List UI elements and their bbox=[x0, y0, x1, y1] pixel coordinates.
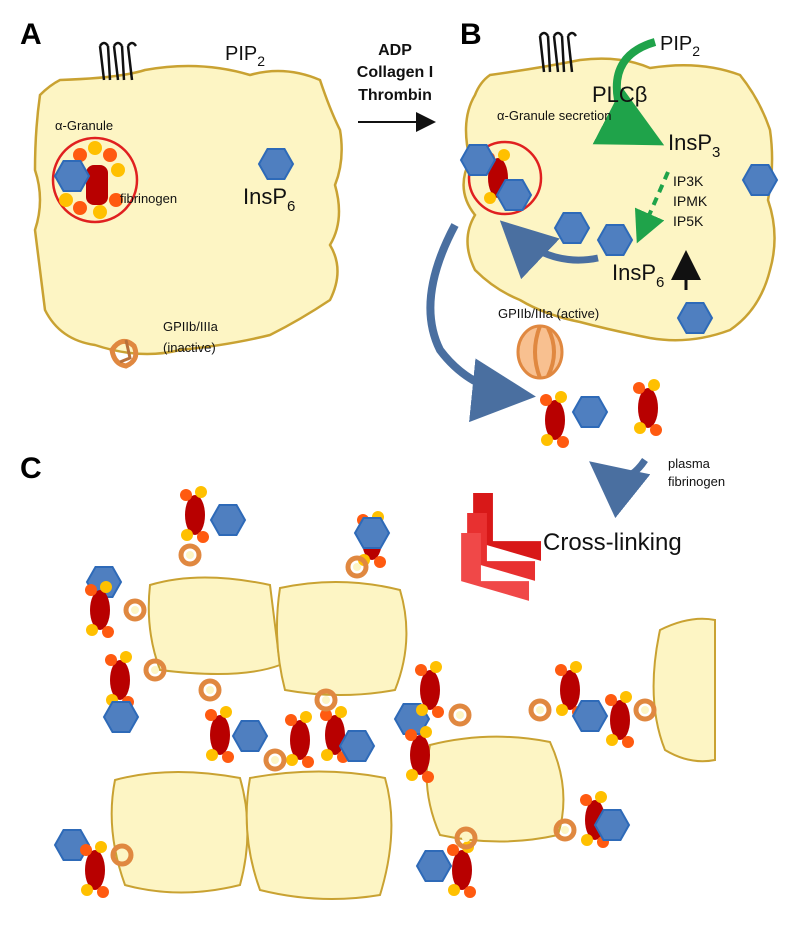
stimulus-adp: ADP bbox=[378, 42, 412, 59]
hexagon-c1 bbox=[210, 504, 246, 536]
integrin-c2 bbox=[348, 558, 366, 576]
alpha-granule-label: α-Granule bbox=[55, 118, 113, 133]
insp6-hexagon-b3 bbox=[597, 224, 633, 256]
secretion-outside-arrow bbox=[426, 223, 536, 423]
hexagon-c7 bbox=[339, 730, 375, 762]
fibrinogen-c4 bbox=[105, 651, 134, 708]
ip3k-label: IP3K bbox=[673, 173, 704, 189]
integrin-c9 bbox=[201, 681, 219, 699]
platelet-c4 bbox=[245, 770, 393, 900]
kinase-pathway-arrow bbox=[634, 171, 670, 244]
insp6-label-b: InsP6 bbox=[612, 260, 664, 291]
plc-conversion-arrow bbox=[592, 38, 665, 146]
fibrinogen-c14 bbox=[80, 841, 109, 898]
gpcr-receptor-b bbox=[538, 31, 578, 73]
integrin-c3 bbox=[126, 601, 144, 619]
insp6-label-a: InsP6 bbox=[243, 184, 295, 215]
hexagon-c10 bbox=[572, 700, 608, 732]
gpcr-receptor-a bbox=[98, 41, 138, 81]
crosslinking-label: Cross-linking bbox=[543, 529, 682, 556]
gp2b3a-active-b bbox=[516, 324, 564, 380]
insp6-hexagon-b5 bbox=[572, 396, 608, 428]
gp2b3a-active-label: GPIIb/IIIa (active) bbox=[498, 306, 599, 321]
insp6-hexagon-b4 bbox=[677, 302, 713, 334]
plc-beta-label: PLCβ bbox=[592, 82, 647, 107]
gp2b3a-state-a: (inactive) bbox=[163, 340, 216, 355]
ipmk-label: IPMK bbox=[673, 193, 708, 209]
fibrinogen-c13 bbox=[447, 841, 476, 898]
fibrinogen-label-a: fibrinogen bbox=[120, 191, 177, 206]
gp2b3a-label-a: GPIIb/IIIa bbox=[163, 319, 219, 334]
panel-a-letter: A bbox=[20, 18, 42, 51]
hexagon-c12 bbox=[594, 809, 630, 841]
plasma-fibrinogen-arrow bbox=[589, 457, 651, 519]
fibrinogen-c9 bbox=[415, 661, 444, 718]
insp3-label: InsP3 bbox=[668, 130, 720, 161]
insp6-hexagon-a bbox=[258, 148, 294, 180]
alpha-granule-a bbox=[51, 136, 139, 224]
pip2-label-a: PIP2 bbox=[225, 43, 265, 69]
insp6-hexagon-b1 bbox=[742, 164, 778, 196]
insp6-to-granule-arrow bbox=[499, 220, 599, 280]
panel-c-letter: C bbox=[20, 452, 42, 485]
bound-fibrinogen-b bbox=[540, 391, 569, 448]
panel-b-letter: B bbox=[460, 18, 482, 51]
gp2b3a-inactive-a bbox=[109, 338, 139, 369]
integrin-c1 bbox=[181, 546, 199, 564]
platelet-c2 bbox=[275, 581, 408, 696]
fibrinogen-c6 bbox=[285, 711, 314, 768]
integrin-c6 bbox=[266, 751, 284, 769]
platelet-c3 bbox=[110, 771, 249, 894]
fibrinogen-c11 bbox=[605, 691, 634, 748]
hexagon-c2 bbox=[354, 517, 390, 549]
stimulus-collagen: Collagen I bbox=[357, 64, 433, 81]
ip5k-label: IP5K bbox=[673, 213, 704, 229]
pip2-label-b: PIP2 bbox=[660, 33, 700, 59]
integrin-c11 bbox=[451, 706, 469, 724]
integrin-c12 bbox=[531, 701, 549, 719]
hexagon-c5 bbox=[232, 720, 268, 752]
platelet-c1 bbox=[147, 576, 282, 675]
integrin-c13 bbox=[636, 701, 654, 719]
stimulus-thrombin: Thrombin bbox=[358, 87, 432, 104]
plasma-fibrinogen-b bbox=[633, 379, 662, 436]
fibrinogen-c5 bbox=[205, 706, 234, 763]
alpha-granule-b bbox=[460, 140, 543, 216]
platelet-cell-a bbox=[33, 64, 343, 356]
crosslink-chevrons bbox=[461, 492, 542, 601]
plasma-fibrinogen-label: fibrinogen bbox=[668, 474, 725, 489]
hexagon-c13 bbox=[416, 850, 452, 882]
plasma-label: plasma bbox=[668, 456, 711, 471]
hexagon-c4 bbox=[103, 701, 139, 733]
platelet-c5 bbox=[425, 735, 565, 843]
insp6-hexagon-b2 bbox=[554, 212, 590, 244]
platelet-c6 bbox=[652, 617, 716, 763]
alpha-granule-secretion-label: α-Granule secretion bbox=[497, 108, 611, 123]
fibrinogen-c1 bbox=[180, 486, 209, 543]
